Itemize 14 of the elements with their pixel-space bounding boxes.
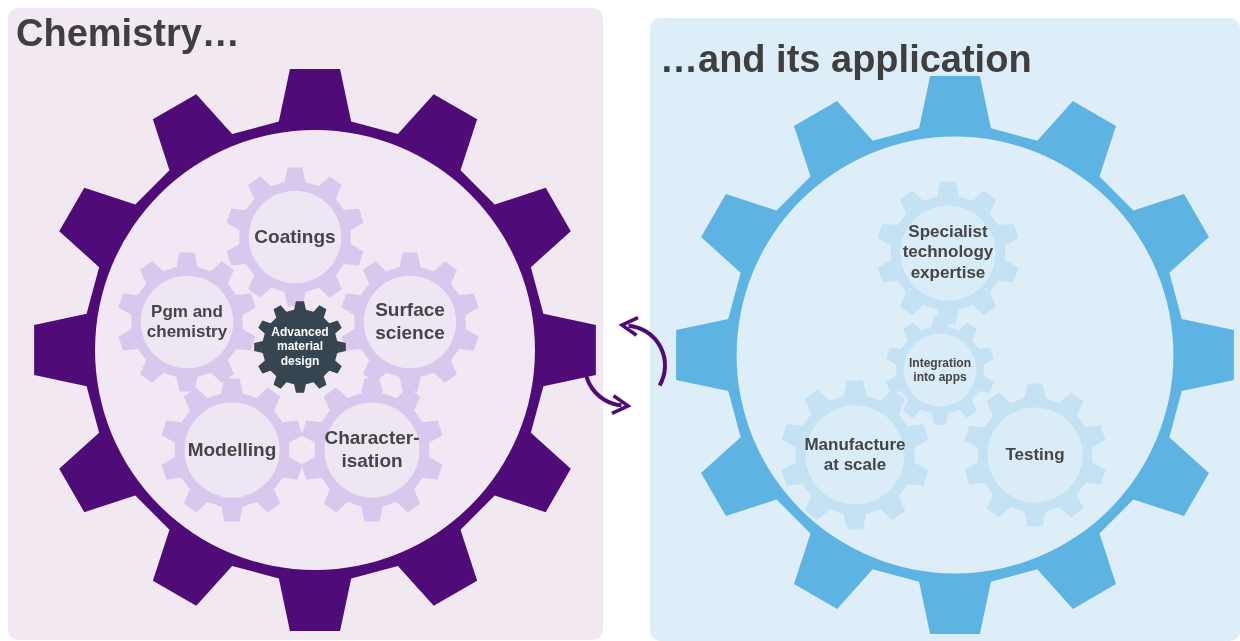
gear-label: Character-isation [324,427,420,473]
gear-label: Coatings [253,225,337,249]
panel [8,8,603,640]
gear-label: Testing [1004,444,1066,466]
gear-label: Surface science [374,299,446,345]
gear-label: Pgm and chemistry [145,301,229,343]
gear-label: Integration into apps [908,355,972,385]
gear-label: Manufacture at scale [803,434,907,476]
gear-label: Modelling [186,438,278,462]
panel-title: Chemistry… [16,12,240,55]
gear-label: Advanced material design [270,325,330,369]
gear-label: Specialist technology expertise [901,222,995,284]
panel-title: …and its application [660,38,1032,81]
cycle-arrow [620,316,667,387]
